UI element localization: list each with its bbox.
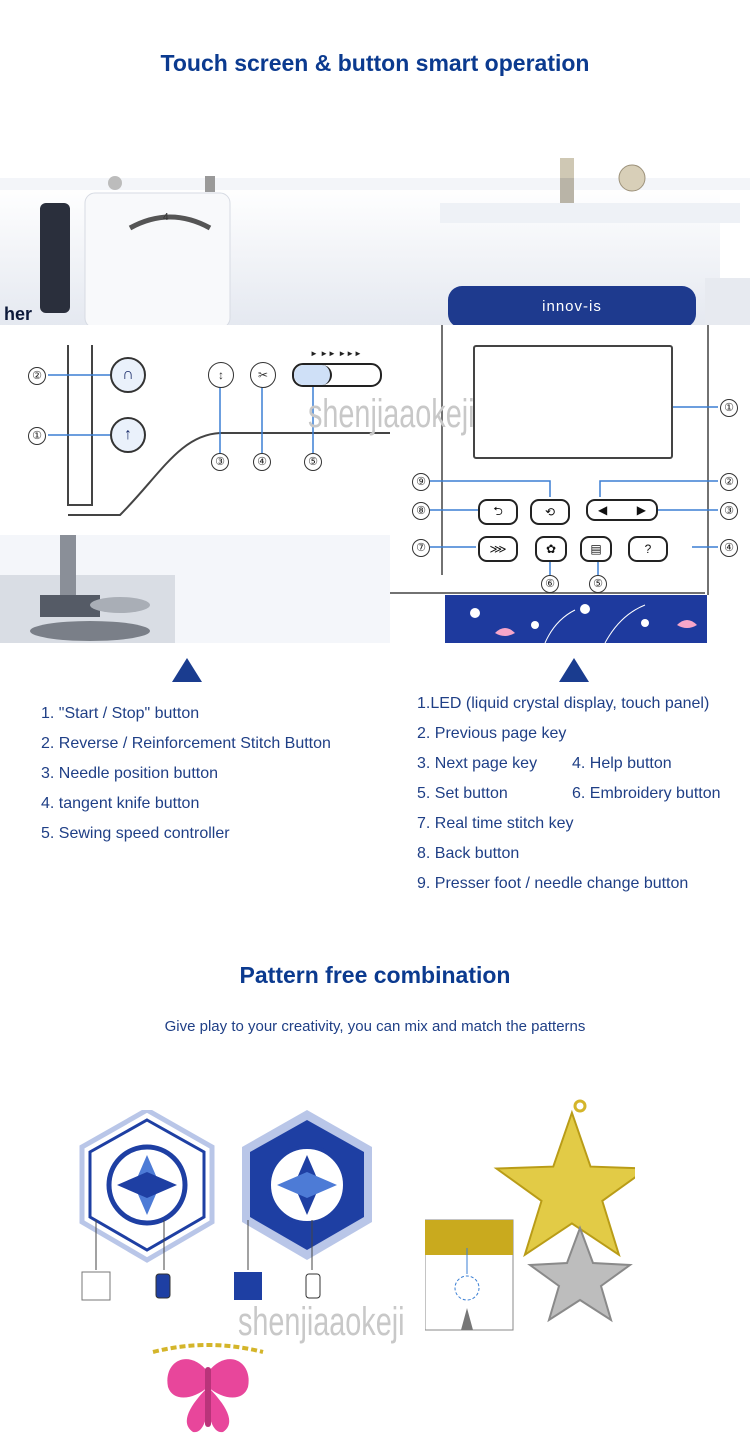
help-icon: ? — [644, 542, 652, 556]
callout-4-right: ④ — [720, 539, 738, 557]
left-panel-lines — [48, 345, 390, 516]
help-button[interactable]: ? — [628, 536, 668, 562]
embroidery-icon: ✿ — [545, 542, 557, 556]
stitch-pattern-icon: ⋙ — [489, 542, 507, 556]
left-pointer-triangle — [172, 658, 202, 682]
set-button[interactable]: ▤ — [580, 536, 612, 562]
list-item: 5. Sewing speed controller — [41, 825, 230, 842]
presser-foot-photo — [0, 535, 390, 643]
embroidery-button[interactable]: ✿ — [535, 536, 567, 562]
list-item: 3. Needle position button — [41, 765, 219, 782]
start-stop-button[interactable]: ↑ — [110, 417, 146, 453]
list-item: 7. Real time stitch key — [417, 815, 574, 832]
needle-updown-icon: ↕ — [218, 368, 224, 382]
lcd-touch-display[interactable] — [473, 345, 673, 459]
callout-3-left: ③ — [211, 453, 229, 471]
callout-2-left: ② — [28, 367, 46, 385]
right-panel-lines — [390, 325, 718, 595]
list-item: 9. Presser foot / needle change button — [417, 875, 689, 892]
section-subtitle-pattern: Give play to your creativity, you can mi… — [164, 1018, 586, 1035]
reverse-stitch-button[interactable]: ∩ — [110, 357, 146, 393]
display-brand-label: innov-is — [542, 298, 602, 315]
sewing-machine-top-illustration — [0, 158, 750, 328]
list-item: 2. Previous page key — [417, 725, 567, 742]
list-item: 1.LED (liquid crystal display, touch pan… — [417, 695, 710, 712]
callout-5-right: ⑤ — [589, 575, 607, 593]
machine-brand-text: her — [4, 304, 33, 324]
callout-1-left: ① — [28, 427, 46, 445]
dial-number: 4 — [163, 212, 169, 223]
needle-position-button[interactable]: ↕ — [208, 362, 234, 388]
list-item: 1. "Start / Stop" button — [41, 705, 200, 722]
callout-2-right: ② — [720, 473, 738, 491]
decorative-floral-panel — [445, 595, 707, 643]
presser-foot-icon: ⟲ — [544, 505, 556, 519]
real-time-stitch-button[interactable]: ⋙ — [478, 536, 518, 562]
callout-4-left: ④ — [253, 453, 271, 471]
start-arrow-icon: ↑ — [124, 426, 132, 443]
back-arrow-icon: ⮌ — [493, 503, 503, 518]
reverse-arrow-icon: ∩ — [122, 366, 134, 383]
previous-page-icon[interactable]: ◀ — [598, 503, 608, 517]
list-item: 4. tangent knife button — [41, 795, 200, 812]
right-feature-list: 1.LED (liquid crystal display, touch pan… — [417, 689, 721, 899]
callout-9-right: ⑨ — [412, 473, 430, 491]
watermark-bottom: shenjiaaokeji — [238, 1300, 405, 1344]
next-page-icon[interactable]: ▶ — [636, 503, 646, 517]
speed-controller-slider[interactable] — [292, 363, 382, 387]
thread-cutter-button[interactable]: ✂ — [250, 362, 276, 388]
speed-slider-handle[interactable] — [294, 365, 332, 385]
callout-8-right: ⑧ — [412, 502, 430, 520]
presser-foot-needle-change-button[interactable]: ⟲ — [530, 499, 570, 525]
callout-7-right: ⑦ — [412, 539, 430, 557]
callout-6-right: ⑥ — [541, 575, 559, 593]
right-display-panel-diagram: ① ⑨ ② ⑧ ③ ⑦ ④ ⑥ ⑤ ⮌ ⟲ ◀ ▶ ⋙ ✿ ▤ ? — [390, 325, 750, 595]
left-button-panel-diagram: ② ① ∩ ↑ ↕ ✂ ► ►► ►►► ③ ④ ⑤ — [0, 325, 390, 535]
section-title-pattern: Pattern free combination — [239, 962, 511, 988]
hexagon-pattern-combination — [79, 1110, 372, 1301]
star-ornament-pattern — [425, 1099, 635, 1331]
callout-3-right: ③ — [720, 502, 738, 520]
section-title-touch-screen: Touch screen & button smart operation — [160, 50, 590, 76]
back-button[interactable]: ⮌ — [478, 499, 518, 525]
speed-level-marks: ► ►► ►►► — [310, 349, 362, 358]
left-feature-list: 1. "Start / Stop" button 2. Reverse / Re… — [41, 699, 331, 849]
page-navigation-button[interactable]: ◀ ▶ — [586, 499, 658, 521]
settings-sheet-icon: ▤ — [590, 542, 602, 556]
scissors-icon: ✂ — [257, 368, 269, 382]
list-item: 2. Reverse / Reinforcement Stitch Button — [41, 735, 331, 752]
right-pointer-triangle — [559, 658, 589, 682]
list-item: 8. Back button — [417, 845, 520, 862]
callout-5-left: ⑤ — [304, 453, 322, 471]
butterfly-pendant-pattern — [152, 1343, 264, 1433]
watermark-top: shenjiaaokeji — [308, 392, 475, 436]
callout-1-right: ① — [720, 399, 738, 417]
